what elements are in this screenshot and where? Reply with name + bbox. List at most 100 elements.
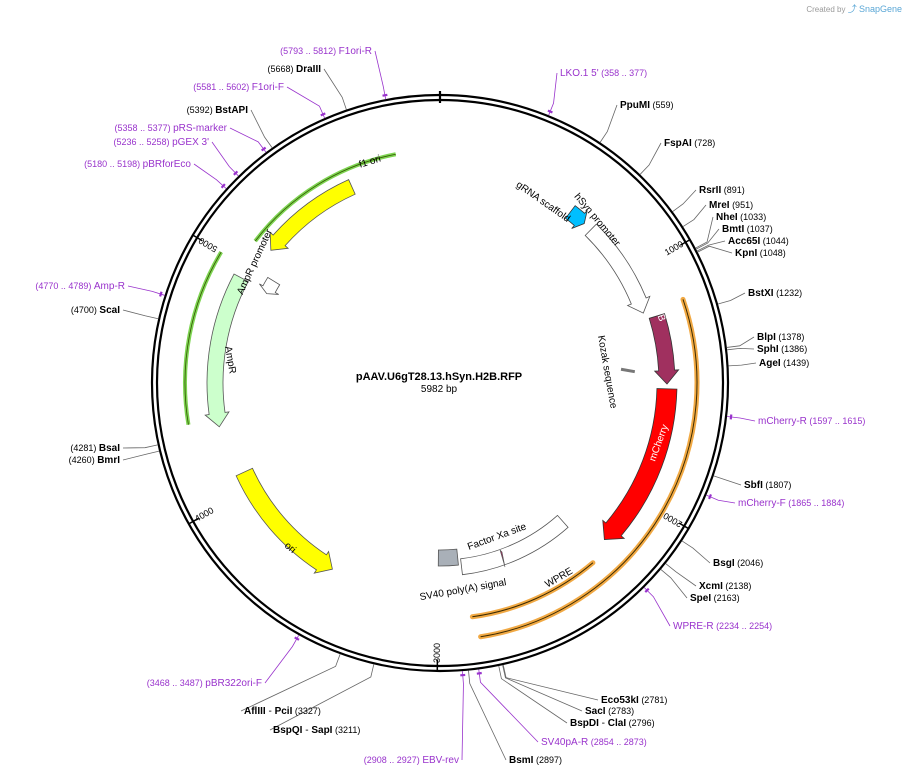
primer-f1ori-r[interactable]: (5793 .. 5812) F1ori-R [280,46,372,57]
leader-blpi [726,336,755,348]
primer-amp-r[interactable]: (4770 .. 4789) Amp-R [35,281,125,292]
site-spei[interactable]: SpeI (2163) [690,593,740,604]
site-bstapi[interactable]: (5392) BstAPI [187,105,249,116]
feature-WPRE[interactable] [460,514,569,576]
primer-mcherry-r[interactable]: mCherry-R (1597 .. 1615) [758,416,865,427]
backbone-inner-ring [155,98,725,668]
primer-pbr322ori-f[interactable]: (3468 .. 3487) pBR322ori-F [147,678,262,689]
site-nhei[interactable]: NheI (1033) [716,212,766,223]
site-bmti[interactable]: BmtI (1037) [722,224,773,235]
leader-xcmi [665,563,697,587]
feature-gRNA-scaffold[interactable] [564,205,588,229]
feature-SV40-polyA[interactable] [437,548,459,567]
site-agei[interactable]: AgeI (1439) [759,358,809,369]
inner-label-kozak: Kozak sequence [595,335,619,410]
tick-2000 [678,522,689,530]
tick-label-4000: 4000 [193,505,215,524]
primer-mcherry-f-pos: (1865 .. 1884) [786,498,845,508]
site-xcmi-name: XcmI [699,581,723,592]
tick-label-3000: 3000 [432,643,442,663]
leader-fspai [639,142,662,175]
site-kpni[interactable]: KpnI (1048) [735,248,786,259]
site-bsai[interactable]: (4281) BsaI [70,443,120,454]
primer-amp-r-name: Amp-R [94,281,125,292]
primer-mark-lko-1-5 [547,109,553,114]
feature-H2B[interactable] [648,313,680,385]
primer-f1ori-f[interactable]: (5581 .. 5602) F1ori-F [193,82,284,93]
plasmid-backbone [150,91,730,673]
kozak-mark [620,367,636,374]
site-spei-name: SpeI [690,593,711,604]
orange-band-right-core [480,299,698,638]
site-sphi[interactable]: SphI (1386) [757,344,807,355]
feature-ori[interactable] [235,467,333,574]
leader-rsrii [672,189,697,212]
primer-ebv-rev[interactable]: (2908 .. 2927) EBV-rev [364,755,459,766]
site-draiii-pos: (5668) [267,64,296,74]
feature-AmpR[interactable] [204,273,249,428]
site-saci[interactable]: SacI (2783) [585,706,634,717]
site-scai[interactable]: (4700) ScaI [71,305,120,316]
site-bmri[interactable]: (4260) BmrI [69,455,121,466]
site-rsrii[interactable]: RsrII (891) [699,185,745,196]
leader-mrei [682,204,707,227]
site-agei-pos: (1439) [781,358,810,368]
site-bsmi-pos: (2897) [533,755,562,765]
leader-amp-r [127,285,165,296]
primer-pgex-3[interactable]: (5236 .. 5258) pGEX 3' [114,137,210,148]
site-draiii-name: DraIII [296,64,321,75]
site-ppumi[interactable]: PpuMI (559) [620,100,674,111]
primer-mark-wpre-r [644,587,650,593]
plasmid-name: pAAV.U6gT28.13.hSyn.H2B.RFP [356,371,522,383]
site-acc65i[interactable]: Acc65I (1044) [728,236,789,247]
site-fspai[interactable]: FspAI (728) [664,138,715,149]
snapgene-brand-name: SnapGene [858,4,902,14]
feature-hSyn-promoter[interactable] [584,223,651,314]
primer-sv40pa-r[interactable]: SV40pA-R (2854 .. 2873) [541,737,647,748]
site-bstxi-name: BstXI [748,288,774,299]
site-saci-pos: (2783) [606,706,635,716]
site-bspdi[interactable]: BspDI - ClaI (2796) [570,718,655,729]
primer-mark-sv40pa-r [476,671,482,675]
site-sbfi[interactable]: SbfI (1807) [744,480,791,491]
site-bspqi-sep: - [302,725,311,736]
leader-acc65i [696,240,726,252]
primer-wpre-r-pos: (2234 .. 2254) [714,621,773,631]
primer-mcherry-f[interactable]: mCherry-F (1865 .. 1884) [738,498,844,509]
site-eco53ki-pos: (2781) [639,695,668,705]
site-mrei[interactable]: MreI (951) [709,200,753,211]
site-blpi[interactable]: BlpI (1378) [757,332,804,343]
site-bstxi[interactable]: BstXI (1232) [748,288,802,299]
primer-lko-1-5[interactable]: LKO.1 5' (358 .. 377) [560,68,647,79]
site-nhei-pos: (1033) [738,212,767,222]
site-xcmi[interactable]: XcmI (2138) [699,581,751,592]
site-bsmi[interactable]: BsmI (2897) [509,755,562,766]
primer-ebv-rev-pos: (2908 .. 2927) [364,755,423,765]
site-mrei-pos: (951) [730,200,754,210]
primer-pbr322ori-f-pos: (3468 .. 3487) [147,678,206,688]
site-bspqi-pos: (3211) [332,725,360,735]
site-afliii[interactable]: AflIII - PciI (3327) [244,706,321,717]
primer-wpre-r-name: WPRE-R [673,621,714,632]
primer-pgex-3-name: pGEX 3' [172,137,209,148]
feature-f1-ori[interactable] [269,179,356,251]
site-bsgi[interactable]: BsgI (2046) [713,558,763,569]
leader-afliii [240,654,341,712]
leader-bstapi [250,109,273,148]
site-eco53ki[interactable]: Eco53kI (2781) [601,695,667,706]
site-blpi-pos: (1378) [776,332,805,342]
primer-prs-marker[interactable]: (5358 .. 5377) pRS-marker [115,123,228,134]
primer-wpre-r[interactable]: WPRE-R (2234 .. 2254) [673,621,772,632]
site-sphi-name: SphI [757,344,779,355]
site-bspqi[interactable]: BspQI - SapI (3211) [273,725,360,736]
site-draiii[interactable]: (5668) DraIII [267,64,321,75]
site-sbfi-pos: (1807) [763,480,792,490]
site-bsgi-pos: (2046) [735,558,764,568]
feature-AmpR-promoter[interactable] [259,276,281,295]
feature-mCherry[interactable] [602,388,678,540]
primer-pbrforeco[interactable]: (5180 .. 5198) pBRforEco [84,159,191,170]
primer-lko-1-5-name: LKO.1 5' [560,68,599,79]
label-leaders [122,50,757,761]
site-afliii-name2: PciI [275,706,293,717]
site-fspai-pos: (728) [692,138,716,148]
